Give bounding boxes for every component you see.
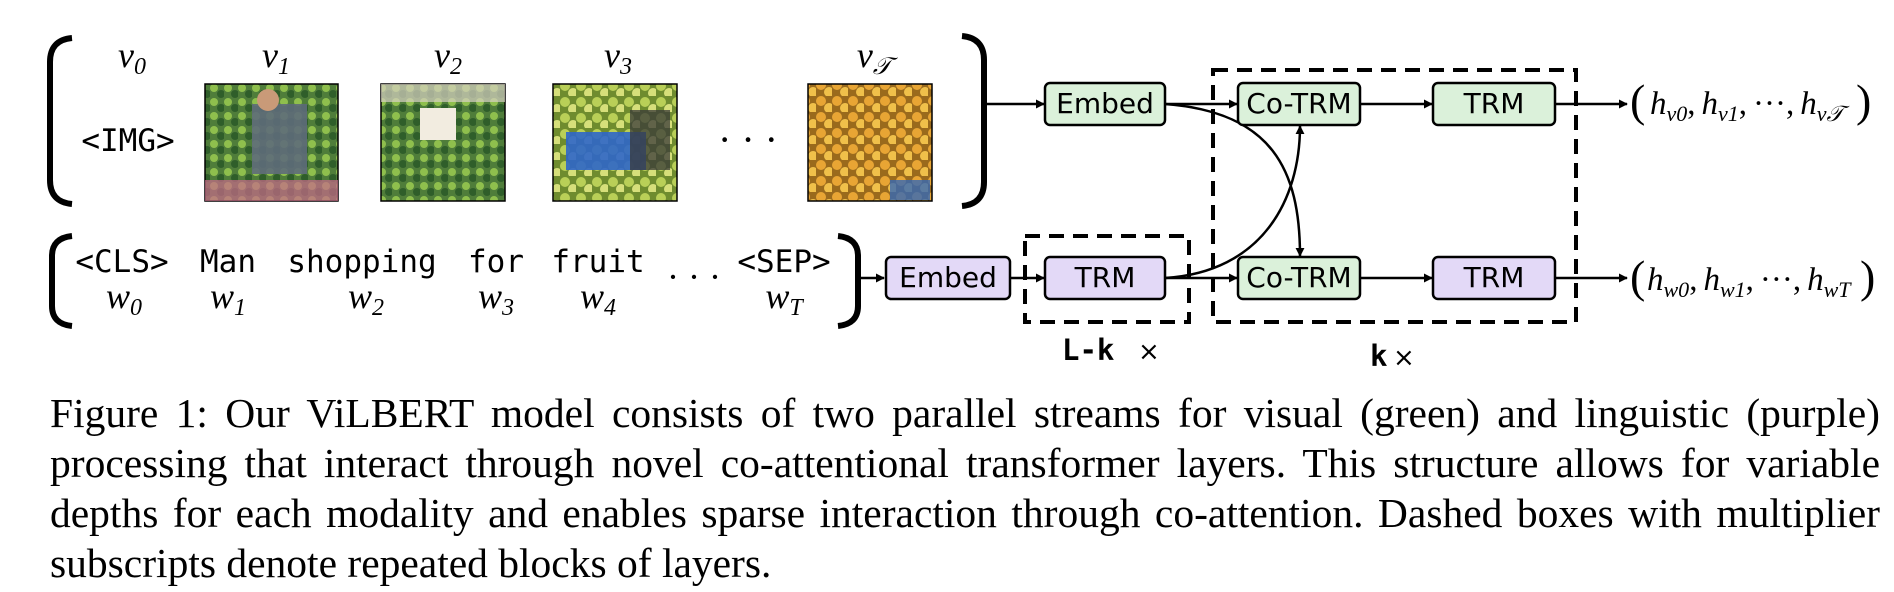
arrow-ling-trm-to-visual-cotrm — [1164, 125, 1305, 280]
visual-left-paren — [47, 35, 73, 207]
image-region-3 — [552, 83, 678, 202]
token-cls: <CLS> — [75, 244, 168, 280]
k-repeat-box — [1211, 68, 1578, 324]
svg-text:×: × — [1138, 337, 1160, 367]
figure-caption: Figure 1: Our ViLBERT model consists of … — [50, 390, 1880, 586]
linguistic-output: ( hw0,hw1,···,hwT ) — [1630, 251, 1875, 302]
arrow-visual-embed-to-ling-cotrm — [1164, 102, 1305, 257]
ling-var-T: wT — [765, 276, 804, 321]
k-multiplier-label: k × — [1370, 339, 1415, 373]
token-shopping: shopping — [287, 244, 436, 280]
svg-text:×: × — [1393, 343, 1415, 373]
lk-multiplier-label: L-k × — [1062, 333, 1160, 367]
linguistic-trm2-block: TRM — [1431, 255, 1557, 301]
svg-text:Co-TRM: Co-TRM — [1246, 87, 1351, 120]
visual-var-T: v𝒯 — [857, 35, 899, 80]
svg-text:Embed: Embed — [1056, 87, 1154, 120]
visual-right-paren — [961, 33, 987, 209]
svg-text:hv0,hv1,···,hv𝒯: hv0,hv1,···,hv𝒯 — [1650, 86, 1851, 126]
linguistic-right-paren — [837, 233, 861, 329]
token-man: Man — [200, 244, 256, 280]
visual-embed-block: Embed — [1043, 81, 1167, 127]
ling-var-4: w4 — [580, 276, 616, 321]
svg-text:(: ( — [1630, 75, 1645, 126]
svg-text:(: ( — [1630, 251, 1645, 302]
svg-text:TRM: TRM — [1463, 261, 1525, 294]
svg-text:hw0,hw1,···,hwT: hw0,hw1,···,hwT — [1647, 262, 1852, 302]
visual-var-0: v0 — [118, 35, 146, 80]
linguistic-cotrm-block: Co-TRM — [1236, 255, 1362, 301]
svg-text:L-k: L-k — [1062, 333, 1114, 367]
visual-cotrm-block: Co-TRM — [1236, 81, 1362, 127]
visual-var-3: v3 — [604, 35, 632, 80]
svg-text:k: k — [1370, 339, 1387, 373]
image-region-1 — [204, 83, 339, 202]
ling-var-1: w1 — [210, 276, 246, 321]
visual-var-1: v1 — [262, 35, 290, 80]
visual-ellipsis: · · · — [718, 117, 778, 162]
ling-var-0: w0 — [106, 276, 142, 321]
token-fruit: fruit — [551, 244, 644, 280]
image-region-2 — [380, 83, 506, 202]
svg-text:): ) — [1856, 75, 1871, 126]
ling-var-2: w2 — [348, 276, 384, 321]
svg-text:Embed: Embed — [899, 261, 997, 294]
visual-trm-block: TRM — [1431, 81, 1557, 127]
linguistic-left-paren — [49, 233, 73, 329]
svg-text:): ) — [1860, 251, 1875, 302]
image-region-T — [807, 83, 933, 202]
linguistic-trm-block: TRM — [1043, 255, 1167, 301]
img-token: <IMG> — [81, 123, 174, 159]
svg-text:Co-TRM: Co-TRM — [1246, 261, 1351, 294]
svg-text:TRM: TRM — [1463, 87, 1525, 120]
token-for: for — [468, 244, 524, 280]
linguistic-embed-block: Embed — [884, 255, 1012, 301]
linguistic-ellipsis: · · · — [667, 257, 721, 297]
ling-var-3: w3 — [478, 276, 514, 321]
visual-var-2: v2 — [434, 35, 462, 80]
visual-output: ( hv0,hv1,···,hv𝒯 ) — [1630, 75, 1871, 126]
svg-text:TRM: TRM — [1074, 261, 1136, 294]
vilbert-diagram: v0 v1 v2 v3 v𝒯 <IMG> · · · <CLS> Man sho… — [47, 33, 1875, 373]
token-sep: <SEP> — [737, 244, 830, 280]
